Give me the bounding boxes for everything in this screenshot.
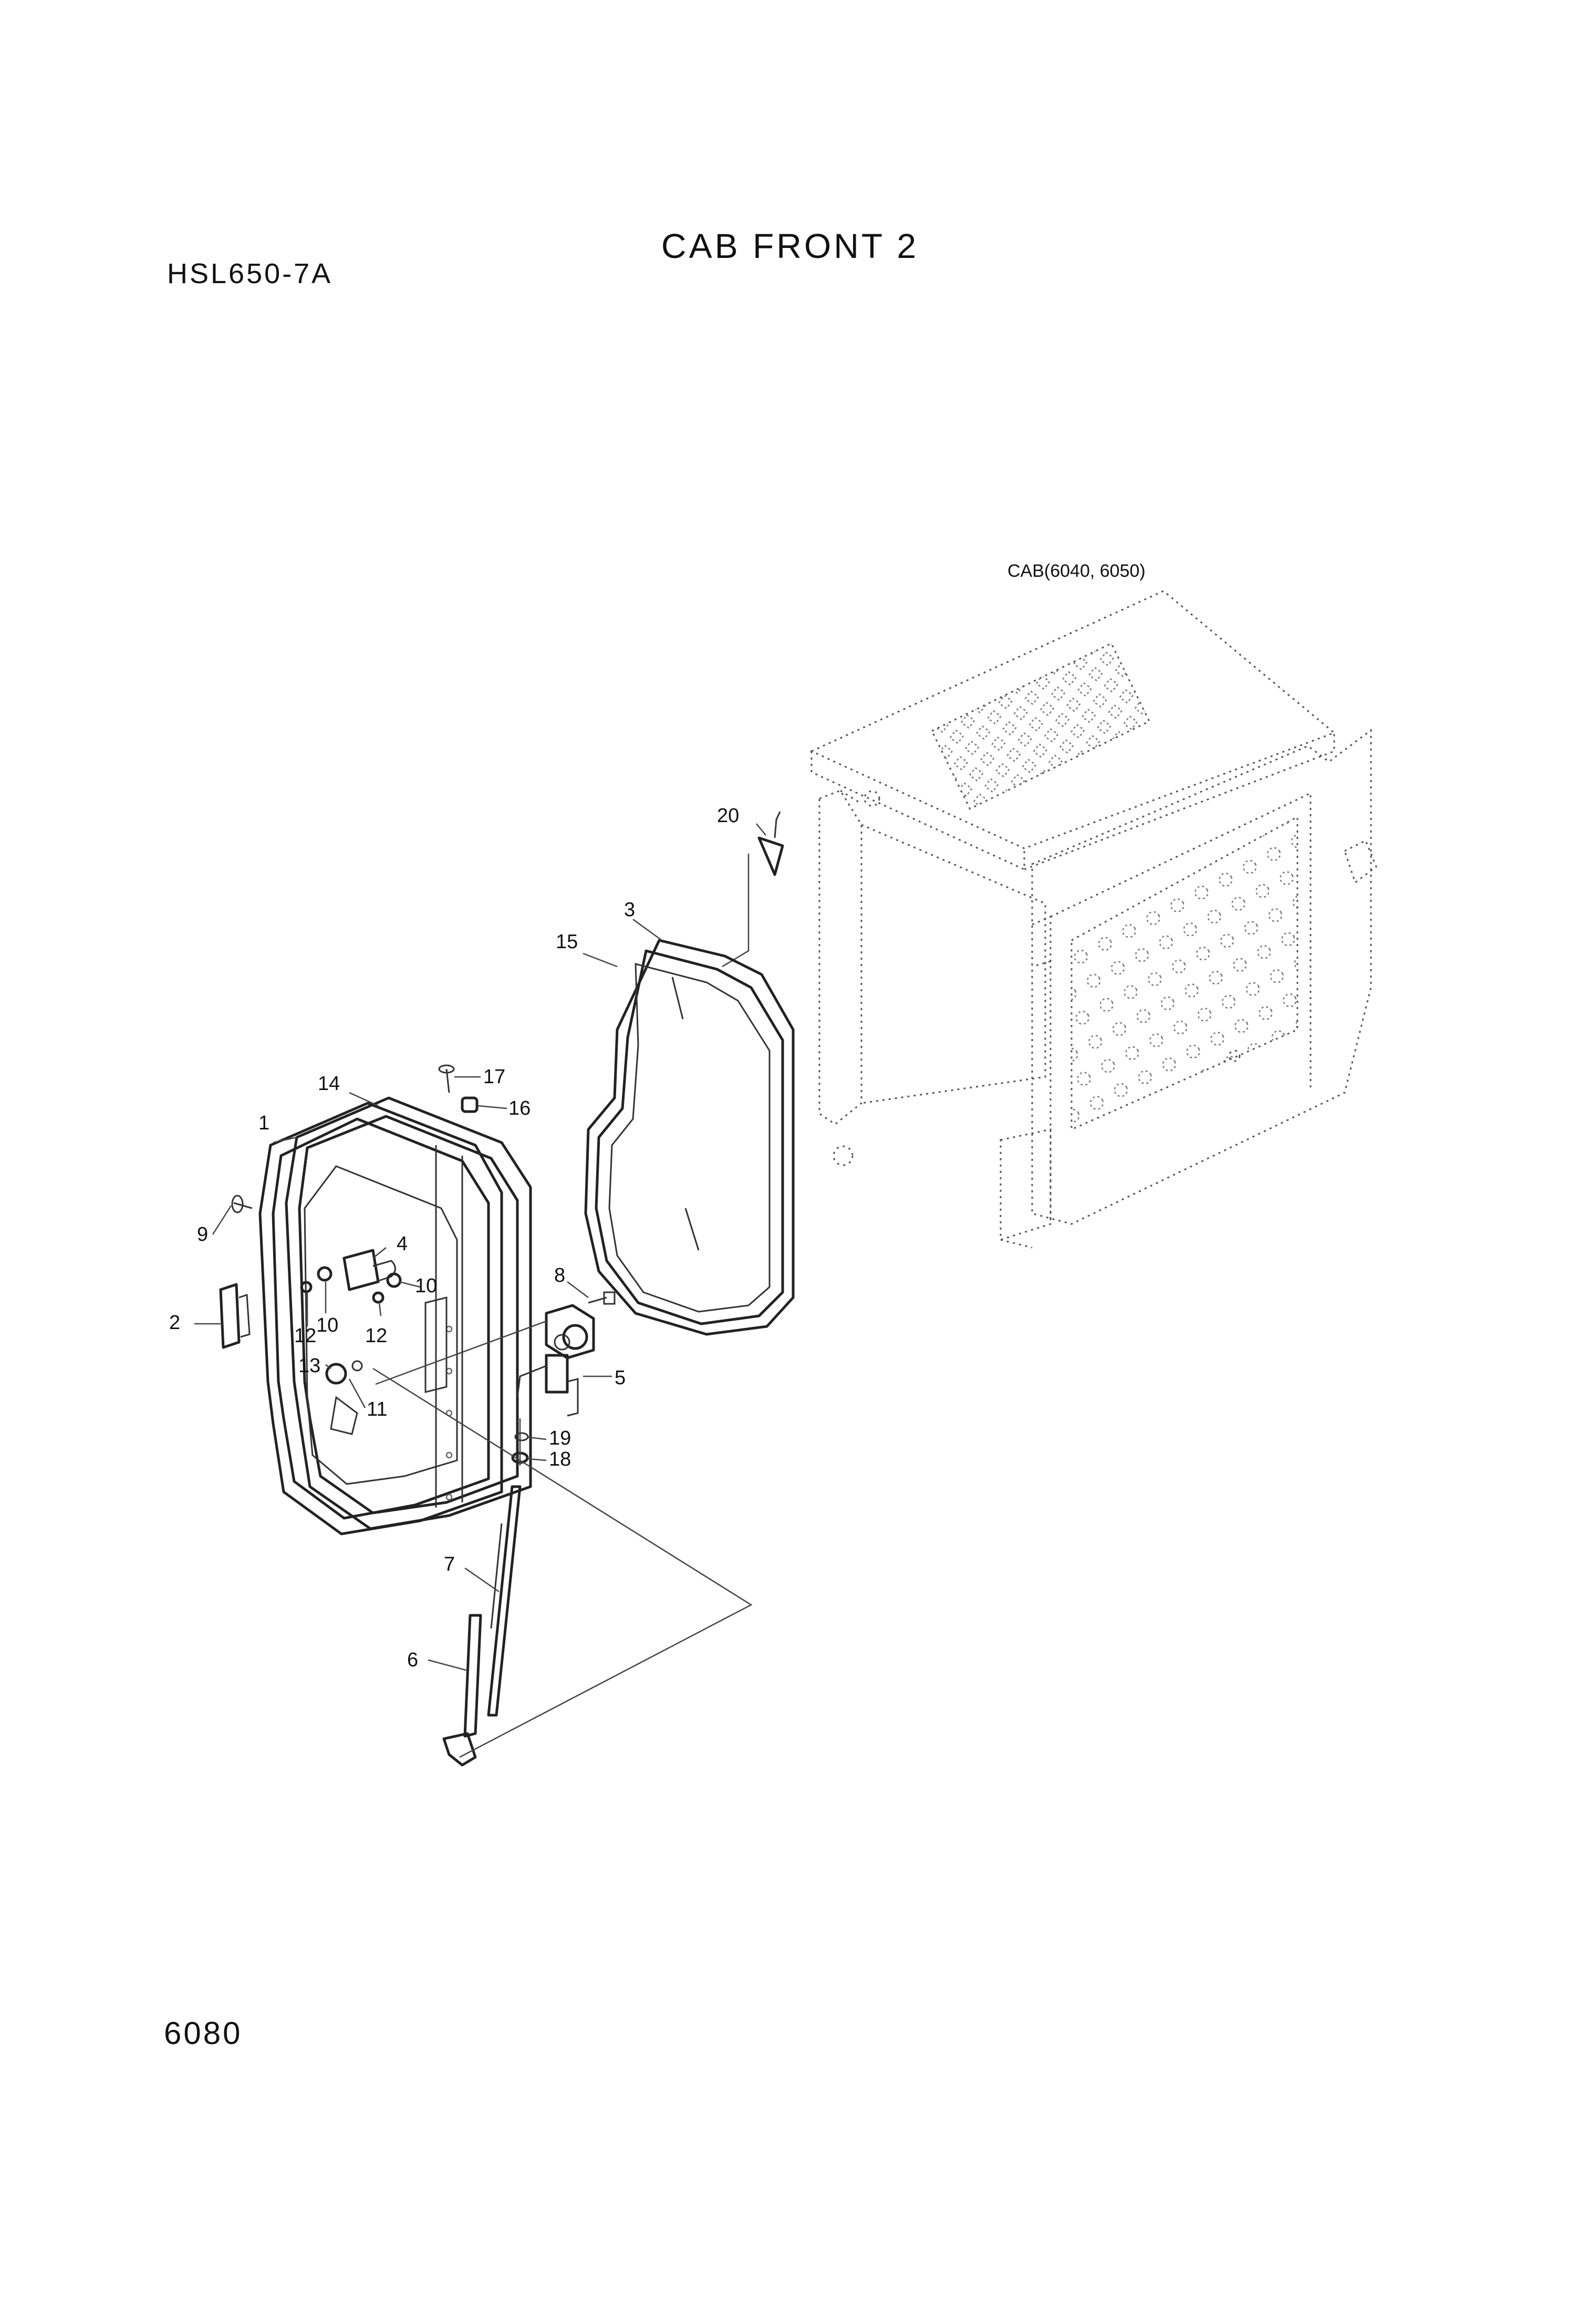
part-6-wiper-arm bbox=[442, 1614, 482, 1767]
callout-18: 18 bbox=[549, 1448, 571, 1470]
part-4-latch bbox=[342, 1249, 396, 1291]
part-19-washer bbox=[514, 1432, 529, 1441]
callout-1: 1 bbox=[258, 1112, 269, 1134]
cab-reference-label: CAB(6040, 6050) bbox=[1007, 561, 1146, 581]
callout-10b: 10 bbox=[415, 1275, 437, 1297]
part-10b-washer bbox=[386, 1272, 402, 1288]
callout-9: 9 bbox=[197, 1223, 208, 1246]
part-17-screw bbox=[438, 1064, 455, 1093]
callout-12a: 12 bbox=[294, 1325, 316, 1347]
part-5-wiper-motor bbox=[516, 1304, 595, 1417]
part-2-handle bbox=[219, 1283, 251, 1349]
callout-8: 8 bbox=[554, 1264, 565, 1286]
callout-6: 6 bbox=[407, 1649, 418, 1671]
callout-20: 20 bbox=[717, 805, 739, 827]
part-1-14-door-frame bbox=[258, 1096, 532, 1536]
callout-15: 15 bbox=[556, 931, 578, 953]
page-title: CAB FRONT 2 bbox=[661, 226, 919, 265]
callout-12b: 12 bbox=[365, 1325, 387, 1347]
part-3-15-window bbox=[584, 939, 795, 1336]
part-13-washer bbox=[351, 1360, 363, 1372]
part-16-bushing bbox=[461, 1096, 479, 1113]
callout-11: 11 bbox=[367, 1398, 387, 1420]
page-number: 6080 bbox=[164, 2016, 243, 2051]
callout-19: 19 bbox=[549, 1427, 571, 1449]
part-8-bolt bbox=[588, 1291, 616, 1305]
callout-2: 2 bbox=[169, 1312, 180, 1334]
part-20-hanger bbox=[757, 811, 784, 876]
callout-10a: 10 bbox=[316, 1314, 338, 1336]
callout-3: 3 bbox=[624, 899, 635, 921]
cab-outline bbox=[809, 590, 1377, 1249]
callout-16: 16 bbox=[508, 1097, 531, 1119]
callout-14: 14 bbox=[318, 1073, 340, 1095]
callout-17: 17 bbox=[483, 1066, 505, 1088]
part-10a-washer bbox=[317, 1266, 332, 1282]
model-label: HSL650-7A bbox=[167, 258, 333, 289]
part-13-knob bbox=[325, 1363, 347, 1385]
callout-4: 4 bbox=[397, 1233, 408, 1255]
callout-5: 5 bbox=[615, 1367, 626, 1389]
part-12a-nut bbox=[300, 1281, 313, 1293]
callout-7: 7 bbox=[444, 1553, 455, 1575]
part-9-bolt bbox=[231, 1195, 253, 1213]
part-7-wiper-blade bbox=[487, 1485, 522, 1717]
callout-13: 13 bbox=[298, 1355, 320, 1377]
part-12b-nut bbox=[372, 1291, 384, 1304]
